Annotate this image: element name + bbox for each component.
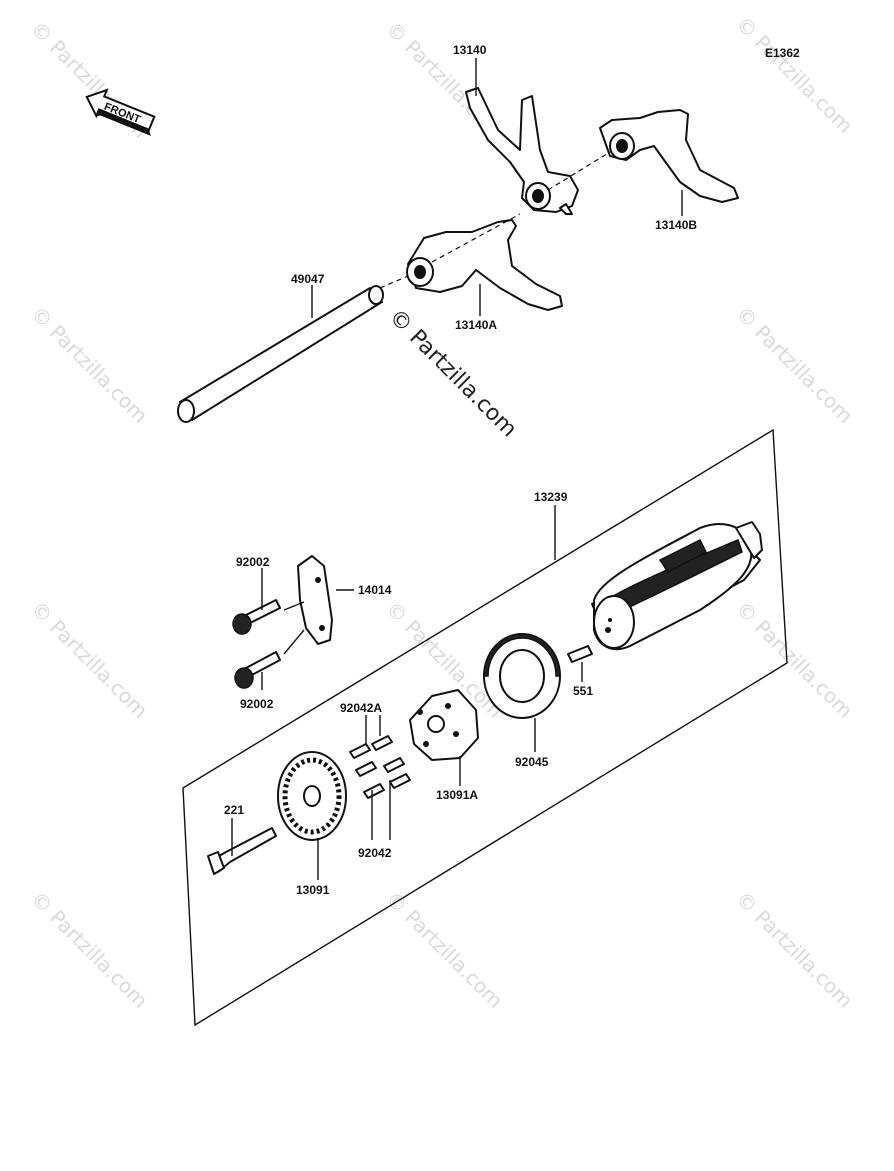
watermark: © Partzilla.com <box>26 302 152 428</box>
pins-group <box>349 735 411 799</box>
cam-plate-13091 <box>277 751 347 841</box>
pin-551 <box>567 645 593 663</box>
label-13091: 13091 <box>296 883 330 897</box>
label-92045: 92045 <box>515 755 549 769</box>
label-13239: 13239 <box>534 490 568 504</box>
watermark: © Partzilla.com <box>731 12 857 138</box>
bolt-92002-bottom <box>234 651 281 689</box>
label-221: 221 <box>224 803 244 817</box>
label-92042a: 92042A <box>340 701 382 715</box>
label-92042: 92042 <box>358 846 392 860</box>
shift-fork-13140 <box>465 87 579 215</box>
shift-fork-13140b <box>599 109 739 203</box>
shift-drum-13239 <box>591 521 763 651</box>
watermark: © Partzilla.com <box>381 887 507 1013</box>
diagram-code: E1362 <box>765 46 800 60</box>
watermark: © Partzilla.com <box>26 597 152 723</box>
label-49047: 49047 <box>291 272 325 286</box>
pin-holder-13091a <box>409 689 479 761</box>
label-92002-top: 92002 <box>236 555 270 569</box>
assembly-boundary <box>182 428 788 1027</box>
bearing-92045 <box>483 633 561 719</box>
bolt-92002-top <box>232 599 281 635</box>
label-13140a: 13140A <box>455 318 497 332</box>
label-13140: 13140 <box>453 43 487 57</box>
watermark: © Partzilla.com <box>731 302 857 428</box>
fork-axis-line <box>379 151 611 289</box>
part-labels: 13140 13140B 13140A 49047 13239 14014 92… <box>224 43 697 897</box>
center-watermark: © Partzilla.com <box>384 305 522 443</box>
label-13140b: 13140B <box>655 218 697 232</box>
label-551: 551 <box>573 684 593 698</box>
screw-221 <box>207 827 277 875</box>
label-92002-bottom: 92002 <box>240 697 274 711</box>
watermark-group: © Partzilla.com © Partzilla.com © Partzi… <box>26 12 857 1013</box>
watermark: © Partzilla.com <box>731 597 857 723</box>
label-13091a: 13091A <box>436 788 478 802</box>
shift-fork-13140a <box>406 219 563 311</box>
shift-rod-49047 <box>177 285 384 423</box>
label-14014: 14014 <box>358 583 392 597</box>
watermark: © Partzilla.com <box>731 887 857 1013</box>
leader-lines <box>231 58 683 880</box>
watermark: © Partzilla.com <box>26 887 152 1013</box>
plate-14014 <box>297 555 333 645</box>
